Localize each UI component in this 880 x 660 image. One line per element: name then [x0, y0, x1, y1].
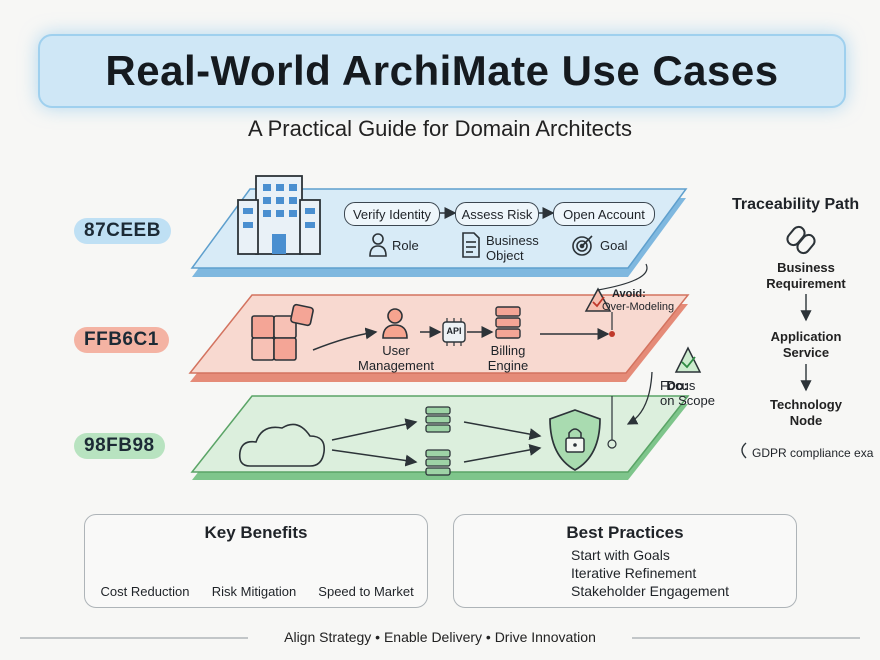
server-icon-bottom: [425, 449, 451, 476]
practice-stakeholder-engagement: Stakeholder Engagement: [571, 583, 729, 599]
document-icon: [462, 232, 480, 258]
page-subtitle: A Practical Guide for Domain Architects: [248, 116, 632, 141]
footer-tagline: Align Strategy • Enable Delivery • Drive…: [284, 629, 596, 645]
warning-icon: [584, 287, 612, 312]
avoid-prefix: Avoid:: [612, 288, 646, 300]
api-label: API: [446, 326, 462, 336]
shield-lock-icon: [549, 409, 601, 471]
role-label: Role: [392, 238, 419, 253]
check-triangle-icon: [674, 346, 702, 373]
practice-iterative-refinement: Iterative Refinement: [571, 565, 697, 581]
user-icon: [382, 308, 408, 339]
cloud-icon: [238, 423, 326, 467]
user-management-label: User Management: [358, 343, 434, 373]
layer-code-application: FFB6C1: [74, 327, 169, 353]
benefit-risk-mitigation: Risk Mitigation: [211, 584, 297, 599]
layer-code-technology: 98FB98: [74, 433, 165, 459]
goal-label: Goal: [600, 238, 628, 253]
avoid-text: Over-Modeling: [602, 301, 675, 313]
api-chip-icon: [442, 318, 466, 346]
key-benefits-card: Key Benefits: [84, 514, 428, 608]
traceability-title: Traceability Path: [732, 196, 860, 213]
billing-server-icon: [495, 306, 521, 339]
page-title: Real-World ArchiMate Use Cases: [105, 47, 779, 94]
title-banner: Real-World ArchiMate Use Cases: [38, 34, 846, 108]
do-text: Focus on Scope: [660, 378, 715, 408]
key-benefits-title: Key Benefits: [204, 523, 308, 542]
process-step-verify-identity: Verify Identity: [344, 202, 440, 226]
billing-engine-label: Billing Engine: [487, 343, 529, 373]
do-prefix: Do:: [666, 378, 688, 393]
best-practices-title: Best Practices: [566, 523, 684, 542]
best-practices-card: Best Practices: [453, 514, 797, 608]
trace-business-requirement: Business Requirement: [766, 260, 846, 291]
trace-technology-node: Technology Node: [770, 397, 842, 428]
benefit-speed-to-market: Speed to Market: [318, 584, 414, 599]
layer-code-business: 87CEEB: [74, 218, 171, 244]
building-icon: [237, 175, 321, 255]
business-object-label: Business Object: [486, 233, 539, 263]
role-icon: [369, 233, 387, 257]
do-callout: Do:: [640, 378, 688, 393]
benefit-cost-reduction: Cost Reduction: [100, 584, 190, 599]
process-step-open-account: Open Account: [553, 202, 655, 226]
server-icon-top: [425, 406, 451, 433]
puzzle-icon: [251, 303, 314, 361]
process-step-assess-risk: Assess Risk: [455, 202, 539, 226]
practice-start-with-goals: Start with Goals: [571, 547, 670, 563]
target-icon: [572, 235, 593, 256]
gdpr-example: GDPR compliance exa: [752, 446, 874, 460]
chain-link-icon: [786, 225, 816, 255]
trace-application-service: Application Service: [770, 329, 842, 360]
avoid-callout: Avoid: Over-Modeling: [602, 288, 674, 314]
